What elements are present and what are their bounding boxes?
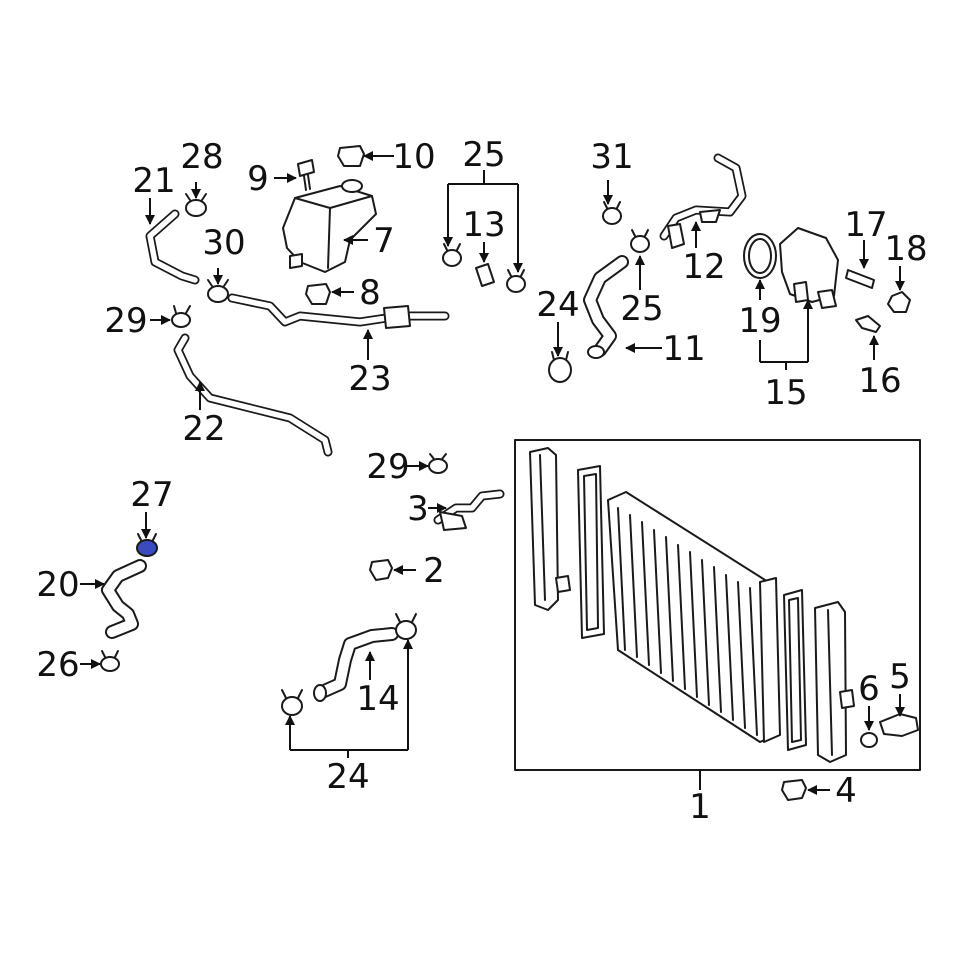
callout-21: 21: [132, 161, 175, 201]
clamp-29-upper: [171, 305, 191, 328]
pipe-12: [659, 153, 747, 249]
bolt-9: [297, 159, 315, 191]
reservoir-cap: [341, 179, 363, 193]
callout-24-upper: 24: [536, 285, 579, 325]
callout-22: 22: [182, 409, 225, 449]
grommet-2: [369, 559, 393, 581]
callout-14: 14: [356, 679, 399, 719]
callout-15: 15: [764, 373, 807, 413]
clamp-30: [207, 279, 229, 303]
callout-10: 10: [392, 137, 435, 177]
callout-23: 23: [348, 359, 391, 399]
callout-29-upper: 29: [104, 301, 147, 341]
callout-30: 30: [202, 223, 245, 263]
drain-plug-o-ring: [860, 732, 878, 748]
callout-28: 28: [180, 137, 223, 177]
callout-20: 20: [36, 565, 79, 605]
clamp-13-right: [506, 269, 526, 293]
clamp-26: [100, 650, 120, 672]
bolt-16: [855, 315, 881, 333]
callout-25-group: 25: [462, 135, 505, 175]
callout-11: 11: [662, 329, 705, 369]
callout-6: 6: [858, 669, 880, 709]
radiator-right-gasket: [783, 589, 807, 751]
callout-18: 18: [884, 229, 927, 269]
callout-19: 19: [738, 301, 781, 341]
callout-12: 12: [682, 247, 725, 287]
radiator-fins: [617, 507, 758, 736]
nut-18: [887, 291, 911, 313]
hose-21: [145, 209, 200, 285]
hose-23: [227, 293, 450, 329]
gasket-19: [743, 233, 777, 279]
radiator-box-outline: [514, 439, 921, 771]
callout-5: 5: [889, 657, 911, 697]
radiator-left-tank: [529, 447, 559, 611]
callout-4: 4: [835, 771, 857, 811]
stud-17: [845, 269, 875, 289]
grommet-8: [305, 283, 331, 305]
water-outlet-assembly: [743, 227, 839, 309]
hose-13: [475, 263, 495, 287]
callout-3: 3: [407, 489, 429, 529]
callout-8: 8: [359, 273, 381, 313]
callout-9: 9: [247, 159, 269, 199]
callout-29-lower: 29: [366, 447, 409, 487]
clamp-28: [185, 193, 207, 217]
clamp-31: [602, 201, 622, 225]
grommet-4: [781, 779, 807, 801]
drain-plug: [879, 713, 919, 737]
callout-25: 25: [620, 289, 663, 329]
callout-26: 26: [36, 645, 79, 685]
hose-22: [173, 333, 333, 457]
callout-labels: 1 2 3 4 5 6 7 8 9 10 11 12 13 14 15 16 1…: [36, 135, 927, 827]
callout-16: 16: [858, 361, 901, 401]
callout-31: 31: [590, 137, 633, 177]
pipe-3: [433, 489, 505, 531]
coolant-reservoir: [282, 179, 377, 273]
hose-11: [583, 255, 629, 359]
callout-1: 1: [689, 787, 711, 827]
clamp-25: [630, 229, 650, 253]
clamp-24-right: [395, 613, 417, 640]
callout-7: 7: [373, 221, 395, 261]
clamp-24-upper: [548, 351, 572, 383]
callout-17: 17: [844, 205, 887, 245]
clamp-29-lower: [428, 453, 448, 474]
clamp-27-highlighted: [136, 533, 158, 557]
leader-lines: [80, 151, 905, 795]
clamp-24-left: [281, 689, 303, 716]
callout-2: 2: [423, 551, 445, 591]
callout-24-lower: 24: [326, 757, 369, 797]
grommet-10: [337, 145, 365, 167]
radiator-left-gasket: [577, 465, 605, 639]
hose-20: [101, 559, 147, 639]
radiator-assembly: [514, 439, 921, 790]
clamp-13-left: [442, 243, 462, 267]
radiator-right-side-plate: [759, 577, 781, 743]
callout-13: 13: [462, 205, 505, 245]
callout-27: 27: [130, 475, 173, 515]
hose-14: [313, 627, 399, 702]
